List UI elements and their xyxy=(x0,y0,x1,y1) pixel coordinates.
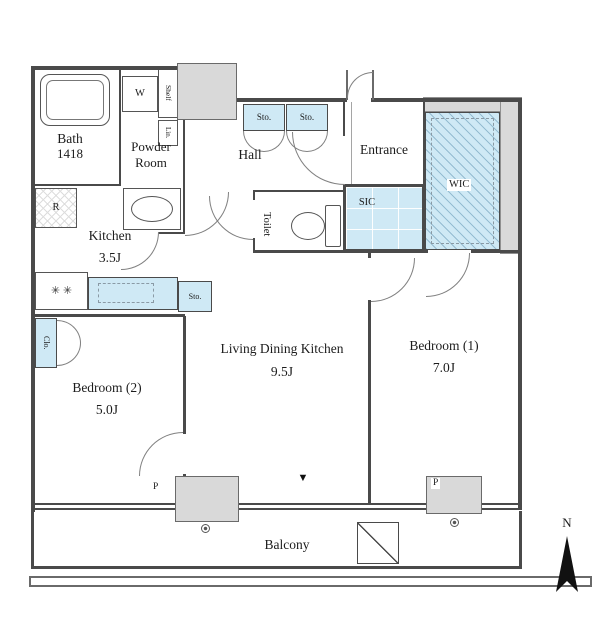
bedroom1-door-arc xyxy=(371,258,415,302)
kitchen-storage-box xyxy=(178,281,212,312)
balcony-label: Balcony xyxy=(264,537,310,552)
wall-segment xyxy=(235,98,347,102)
wall-segment xyxy=(31,184,121,186)
wall-segment xyxy=(518,98,522,510)
powder-room-label-line2: Room xyxy=(135,155,167,170)
balcony-wall-bottom xyxy=(31,566,522,569)
north-arrow-icon xyxy=(556,536,578,592)
kitchen-counter xyxy=(88,277,178,310)
refrigerator-label: R xyxy=(52,202,60,213)
vanity-sink-icon xyxy=(131,196,173,222)
hall-storage-2-label: Sto. xyxy=(299,112,315,122)
bedroom2-closet-door-arc xyxy=(57,320,81,366)
bath-label: Bath xyxy=(57,131,83,146)
wall-segment xyxy=(119,66,121,186)
balcony-rail-end xyxy=(590,576,592,587)
balcony-drain-icon xyxy=(201,524,210,533)
balcony-rail-line xyxy=(29,576,592,578)
pipe-space-right-label: P xyxy=(431,478,441,489)
bedroom2-size-label: 5.0J xyxy=(95,402,119,417)
wall-segment xyxy=(343,250,428,253)
hall-storage-1-box xyxy=(243,104,285,131)
bedroom2-label: Bedroom (2) xyxy=(72,380,142,395)
wall-segment xyxy=(31,66,179,70)
window-wall-line xyxy=(35,508,520,510)
walk-in-closet-label: WIC xyxy=(447,179,472,191)
balcony-rail-line xyxy=(29,585,592,587)
stove-box xyxy=(35,272,88,310)
window-wall-line xyxy=(35,503,520,505)
wall-segment xyxy=(471,250,522,253)
washing-machine-label: W xyxy=(135,88,145,99)
washing-machine-box xyxy=(122,76,158,112)
hall-label: Hall xyxy=(238,147,262,162)
balcony-access-marker: ▼ xyxy=(297,472,309,484)
pillar-top-middle xyxy=(177,63,237,120)
bedroom1-label: Bedroom (1) xyxy=(409,338,479,353)
wall-segment xyxy=(343,184,425,186)
linen-box xyxy=(158,120,178,146)
ldk-size-label: 9.5J xyxy=(270,364,294,379)
toilet-door-arc xyxy=(209,196,253,240)
bath-size-label: 1418 xyxy=(57,146,83,161)
toilet-label: Toilet xyxy=(261,211,272,237)
wall-segment xyxy=(253,250,345,253)
toilet-bowl-icon xyxy=(291,212,325,240)
wall-segment xyxy=(253,238,255,252)
refrigerator-box xyxy=(35,188,77,228)
shoe-closet-label: SIC xyxy=(358,197,376,208)
balcony-wall-right xyxy=(519,511,522,569)
wall-segment xyxy=(371,98,522,102)
entrance-label: Entrance xyxy=(360,142,408,157)
wall-segment xyxy=(368,250,371,258)
shelf-label: Shelf xyxy=(164,85,173,101)
wall-segment xyxy=(183,118,185,234)
bathtub-inner-icon xyxy=(46,80,104,120)
compass-north-label: N xyxy=(562,515,572,530)
stove-burners-icon: ✳ ✳ xyxy=(50,285,73,297)
balcony-wall-left xyxy=(31,511,34,569)
wall-segment xyxy=(253,190,255,200)
wall-segment xyxy=(343,184,345,252)
linen-label: Lin. xyxy=(164,127,172,139)
bedroom1-size-label: 7.0J xyxy=(432,360,456,375)
wall-segment xyxy=(343,98,345,136)
shoe-closet-area xyxy=(345,186,423,250)
ldk-label: Living Dining Kitchen xyxy=(220,341,344,356)
hall-storage-1-label: Sto. xyxy=(256,112,272,122)
entrance-alcove-line xyxy=(346,70,348,100)
bedroom2-door-arc xyxy=(139,432,183,476)
wall-segment xyxy=(31,314,185,317)
emergency-hatch-icon xyxy=(357,522,399,564)
toilet-tank-icon xyxy=(325,205,341,247)
kitchen-sink-outline xyxy=(98,283,154,303)
bedroom2-closet-label: Clo. xyxy=(42,336,51,350)
wic-door-arc xyxy=(426,253,470,297)
compass: N xyxy=(545,515,589,600)
kitchen-label: Kitchen xyxy=(88,228,132,243)
kitchen-storage-label: Sto. xyxy=(188,292,202,301)
wall-segment xyxy=(423,98,425,252)
pipe-space-left-label: P xyxy=(151,482,161,493)
wall-segment xyxy=(183,316,186,434)
wall-segment xyxy=(31,66,35,512)
entrance-door-arc xyxy=(347,72,373,98)
entrance-alcove-line xyxy=(372,70,374,100)
wall-segment xyxy=(368,300,371,505)
powder-room-label-line1: Powder xyxy=(131,139,171,154)
walk-in-closet-inner-outline xyxy=(431,118,494,244)
hall-storage-2-box xyxy=(286,104,328,131)
entrance-step-line xyxy=(351,102,352,184)
balcony-rail-end xyxy=(29,576,31,587)
kitchen-size-label: 3.5J xyxy=(98,250,122,265)
pillar-bottom-left xyxy=(175,476,239,522)
balcony-drain-icon xyxy=(450,518,459,527)
wall-segment xyxy=(253,190,345,192)
wall-segment xyxy=(158,232,185,234)
